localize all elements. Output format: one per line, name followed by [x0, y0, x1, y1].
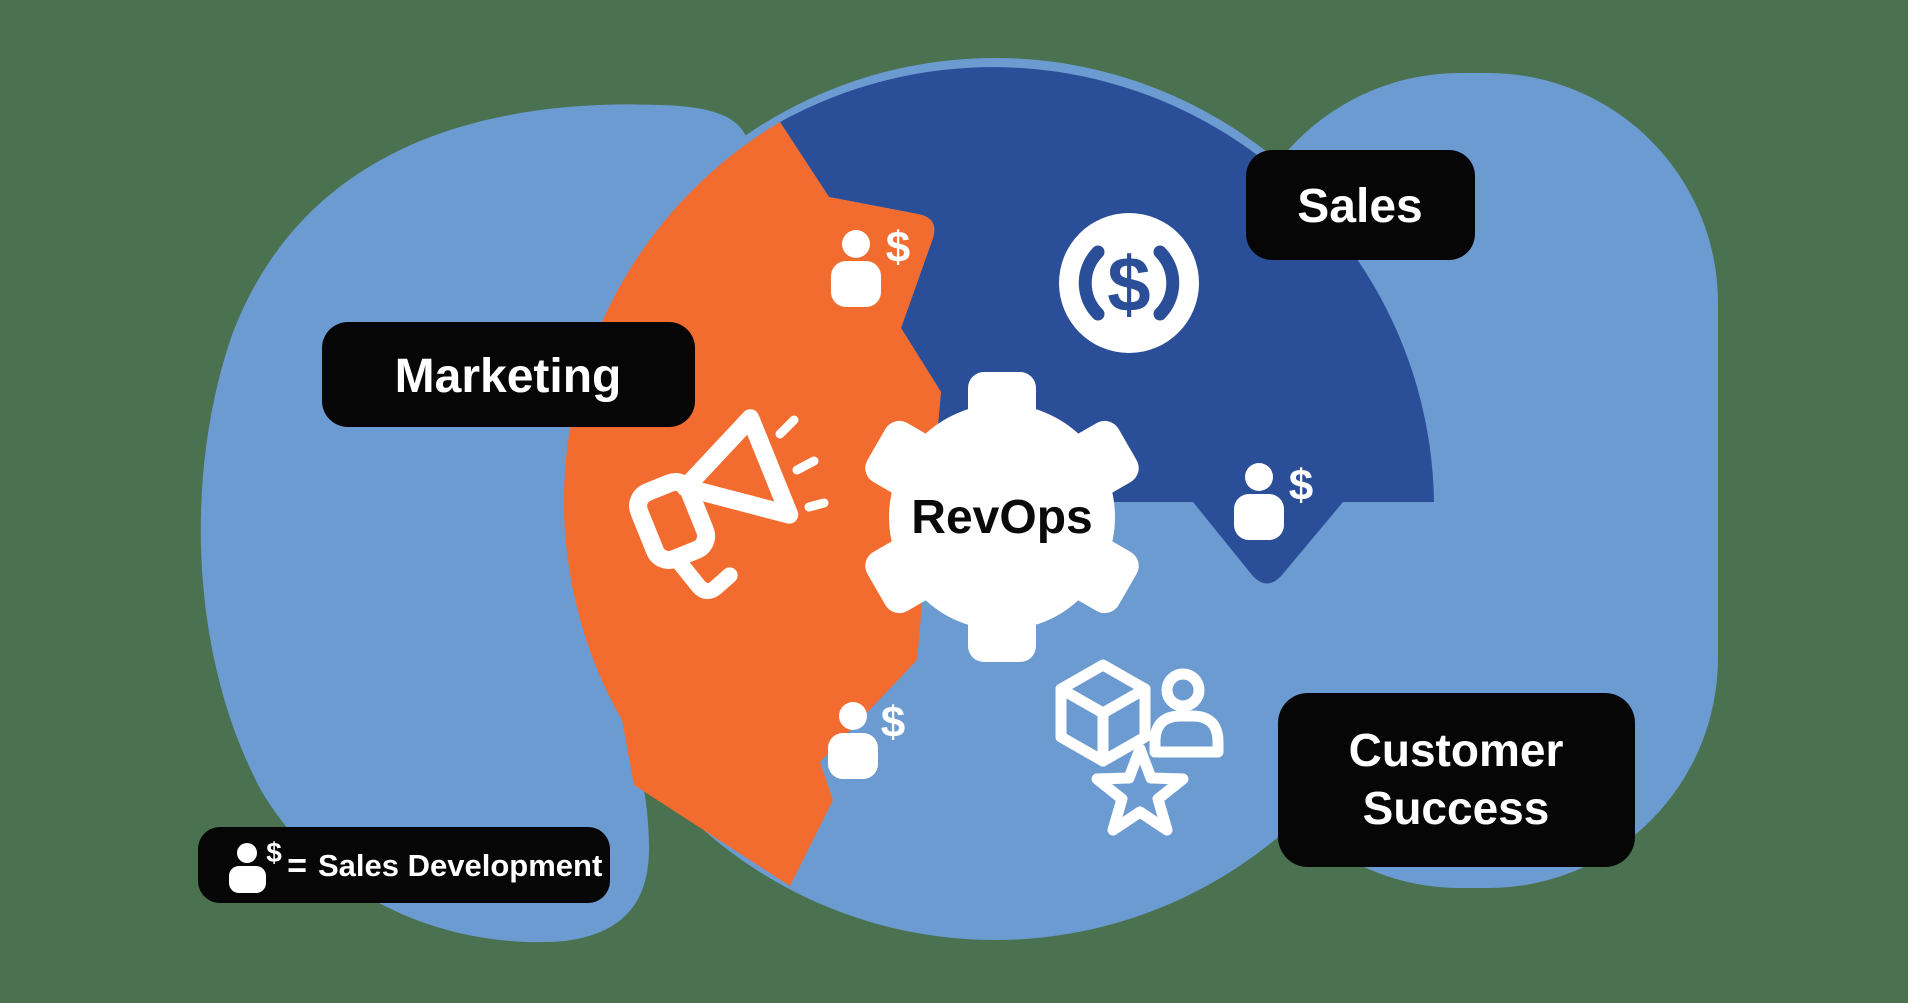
sound-dash-icon	[775, 415, 799, 439]
dollar-sign: $	[881, 698, 905, 747]
person-head	[839, 702, 867, 730]
gear-tooth	[1061, 533, 1139, 614]
revops-label: RevOps	[911, 491, 1092, 544]
person-body	[229, 866, 266, 893]
dollar-sign: $	[886, 223, 910, 272]
megaphone-back	[629, 473, 716, 569]
person-dollar-icon-customer: $	[828, 698, 905, 779]
dollar-coin-icon: $	[1059, 213, 1199, 353]
person-head	[842, 230, 870, 258]
customer-success-label-line1: Customer	[1349, 724, 1564, 776]
person-head	[1245, 463, 1273, 491]
legend-label: Sales Development	[318, 848, 602, 883]
dollar-sign: $	[266, 837, 282, 868]
package-box-icon	[1055, 659, 1151, 767]
person-dollar-icon-marketing: $	[831, 223, 910, 307]
gear-tooth	[968, 372, 1036, 436]
legend: $ = Sales Development	[198, 827, 610, 903]
star-icon	[1091, 743, 1189, 836]
person-body	[828, 733, 878, 779]
sales-label-box	[1246, 150, 1475, 260]
person-head	[237, 843, 257, 863]
marketing-label-box	[322, 322, 695, 427]
megaphone-icon	[629, 409, 799, 600]
legend-equals: =	[287, 847, 307, 885]
dollar-sign: $	[1289, 461, 1313, 510]
person-dollar-icon-sales: $	[1234, 461, 1313, 540]
sound-dash-icon	[792, 456, 819, 475]
legend-box	[198, 827, 610, 903]
sales-label: Sales	[1297, 180, 1422, 233]
megaphone-horn	[676, 409, 799, 524]
gear-tooth	[1061, 420, 1139, 501]
megaphone-handle	[670, 553, 738, 600]
gear-tooth	[865, 533, 943, 614]
gear-tooth	[968, 598, 1036, 662]
gear-tooth	[865, 420, 943, 501]
coin-dollar-sign: $	[1107, 240, 1150, 328]
person-body	[1234, 494, 1284, 540]
sound-dash-icon	[804, 498, 829, 512]
coin-arc-right	[1153, 245, 1180, 321]
marketing-label: Marketing	[395, 350, 622, 403]
gear-body	[889, 404, 1115, 630]
coin-arc-left	[1078, 245, 1105, 321]
customer-success-label-line2: Success	[1363, 782, 1550, 834]
gear-icon	[865, 372, 1139, 662]
customer-person-icon	[1149, 668, 1224, 758]
customer-success-label-box	[1278, 693, 1635, 867]
person-body	[831, 261, 881, 307]
person-dollar-icon: $	[229, 837, 282, 893]
